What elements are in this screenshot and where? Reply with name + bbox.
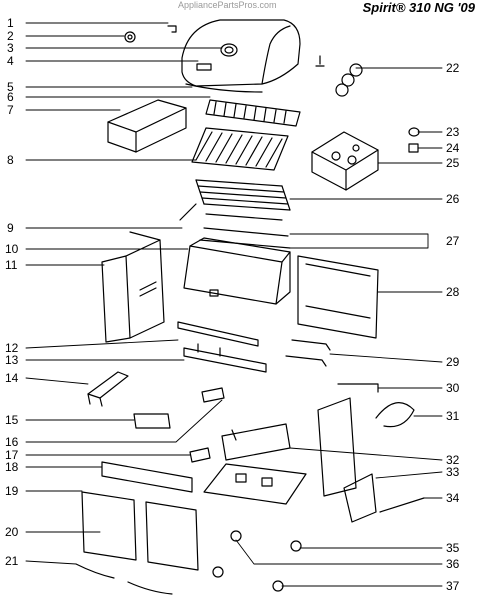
callout-29: 29 (446, 355, 460, 369)
callout-8: 8 (7, 153, 14, 167)
callout-22: 22 (446, 61, 460, 75)
part-5-handle (185, 83, 263, 93)
part-13-manifold (183, 343, 267, 373)
callout-13: 13 (5, 353, 19, 367)
part-10-cookbox (183, 237, 291, 305)
callout-7: 7 (7, 103, 14, 117)
part-28-rear-panel (297, 255, 379, 339)
part-24-igniter-button (408, 143, 419, 153)
part-15-catch-pan (133, 413, 171, 429)
callout-3: 3 (7, 41, 14, 55)
callout-26: 26 (446, 192, 460, 206)
part-17-drip-pan (189, 447, 211, 463)
callout-21: 21 (5, 554, 19, 568)
callout-18: 18 (5, 460, 19, 474)
callout-23: 23 (446, 125, 460, 139)
part-34-igniter-wire (379, 497, 425, 513)
part-35-caster (230, 530, 302, 552)
part-37-caster (212, 566, 284, 592)
part-36-bottom-shelf (203, 463, 307, 505)
callout-10: 10 (5, 242, 19, 256)
part-26-flavorizer-bars (195, 179, 291, 211)
part-7-left-shelf (107, 99, 187, 153)
part-1-handle-clip (167, 25, 177, 33)
model-title: Spirit® 310 NG '09 (362, 0, 475, 15)
callout-14: 14 (5, 371, 19, 385)
callout-27: 27 (446, 234, 460, 248)
callout-9: 9 (7, 221, 14, 235)
callout-35: 35 (446, 541, 460, 555)
part-11-left-frame (101, 231, 165, 343)
part-8-cooking-grate (191, 127, 289, 171)
part-3-lid (181, 19, 301, 87)
part-31-gas-hose (375, 402, 415, 428)
part-30-right-frame (317, 383, 379, 497)
part-33-tank-bracket (343, 473, 377, 523)
callout-19: 19 (5, 484, 19, 498)
callout-25: 25 (446, 156, 460, 170)
part-6-warming-rack (205, 99, 301, 127)
callout-5: 5 (7, 80, 14, 94)
callout-15: 15 (5, 413, 19, 427)
callout-11: 11 (5, 258, 18, 272)
callout-1: 1 (7, 16, 14, 30)
callout-6: 6 (7, 90, 14, 104)
site-watermark: AppliancePartsPros.com (178, 0, 277, 10)
part-29-brackets (285, 339, 331, 367)
part-2-screw (124, 31, 136, 43)
part-14-tool-holder (87, 371, 129, 407)
part-21-door-handles (75, 563, 173, 595)
part-22-control-knobs (315, 55, 363, 97)
callout-17: 17 (5, 448, 19, 462)
callout-28: 28 (446, 285, 460, 299)
callout-31: 31 (446, 409, 460, 423)
callout-34: 34 (446, 491, 460, 505)
callout-33: 33 (446, 465, 460, 479)
callout-16: 16 (5, 435, 19, 449)
part-19-left-door (81, 491, 137, 561)
part-9-crossover (179, 203, 197, 221)
part-23-knob-cap (408, 127, 420, 137)
callout-20: 20 (5, 525, 19, 539)
callout-12: 12 (5, 341, 19, 355)
part-25-right-shelf (311, 131, 379, 191)
part-32-bottom-tray (221, 423, 291, 461)
callout-labels: 1 2 3 4 5 6 7 8 9 10 11 12 13 14 15 16 1… (5, 16, 460, 593)
part-27-burner-tubes (199, 213, 291, 249)
leader-lines (25, 22, 443, 587)
callout-32: 32 (446, 453, 460, 467)
part-20-right-door (145, 501, 199, 571)
callout-37: 37 (446, 579, 460, 593)
part-16-tray (201, 387, 225, 403)
callout-4: 4 (7, 54, 14, 68)
callout-24: 24 (446, 141, 460, 155)
part-12-crossbar (177, 321, 259, 347)
callout-30: 30 (446, 381, 460, 395)
callout-36: 36 (446, 557, 460, 571)
part-18-front-panel (101, 461, 193, 493)
callout-2: 2 (7, 29, 14, 43)
